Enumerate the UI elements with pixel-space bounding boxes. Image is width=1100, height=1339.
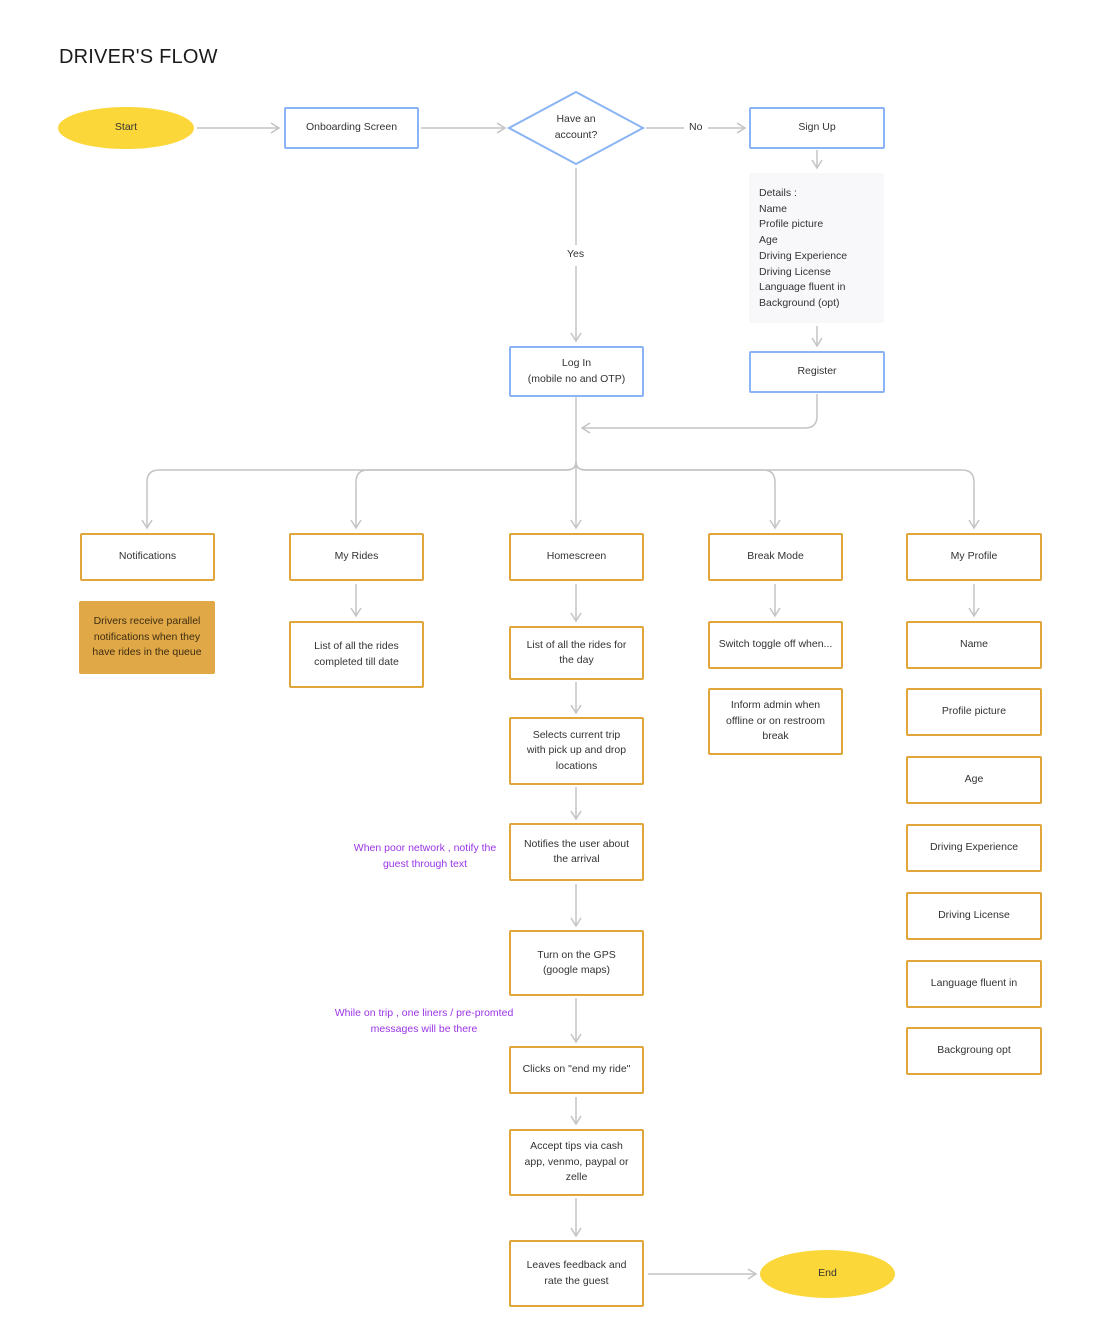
rides-today-node[interactable]: List of all the rides for the day [509,626,644,680]
edge-branch-profile [575,461,980,530]
details-item: Driving Experience [759,249,848,262]
onboarding-node[interactable]: Onboarding Screen [284,107,419,149]
register-node[interactable]: Register [749,351,885,393]
details-label: Details : [759,187,797,199]
details-item: Name [759,202,788,215]
edge-register-merge [580,394,818,434]
have-account-decision[interactable]: Have an account? [554,113,598,141]
inform-admin-node[interactable]: Inform admin when offline or on restroom… [708,688,843,755]
decision-diamond [506,90,646,166]
my-rides-node[interactable]: My Rides [289,533,424,581]
profile-item-background[interactable]: Backgroung opt [906,1027,1042,1075]
details-item: Background (opt) [759,296,840,309]
details-item: Profile picture [759,218,824,231]
notifications-node[interactable]: Notifications [80,533,215,581]
profile-item-experience[interactable]: Driving Experience [906,824,1042,872]
rides-history-node[interactable]: List of all the rides completed till dat… [289,621,424,688]
edge-label-no: No [686,121,706,133]
profile-item-picture[interactable]: Profile picture [906,688,1042,736]
homescreen-node[interactable]: Homescreen [509,533,644,581]
select-trip-node[interactable]: Selects current trip with pick up and dr… [509,717,644,785]
poor-network-annotation: When poor network , notify the guest thr… [353,842,497,870]
tips-node[interactable]: Accept tips via cash app, venmo, paypal … [509,1129,644,1196]
my-profile-node[interactable]: My Profile [906,533,1042,581]
page-title: DRIVER'S FLOW [59,46,218,68]
end-node[interactable]: End [760,1250,895,1298]
edge-branch-break [575,461,781,530]
login-node[interactable]: Log In (mobile no and OTP) [509,346,644,397]
toggle-node[interactable]: Switch toggle off when... [708,621,843,669]
end-ride-node[interactable]: Clicks on "end my ride" [509,1046,644,1094]
details-item: Language fluent in [759,281,846,294]
on-trip-annotation: While on trip , one liners / pre-promted… [334,1007,514,1035]
notify-user-node[interactable]: Notifies the user about the arrival [509,823,644,881]
gps-node[interactable]: Turn on the GPS (google maps) [509,930,644,996]
notifications-note: Drivers receive parallel notifications w… [79,601,215,674]
start-node[interactable]: Start [58,107,194,149]
break-mode-node[interactable]: Break Mode [708,533,843,581]
profile-item-language[interactable]: Language fluent in [906,960,1042,1008]
signup-details-panel: Details : Name Profile picture Age Drivi… [749,173,884,323]
edge-label-yes: Yes [564,248,588,260]
details-item: Driving License [759,265,831,278]
edge-branch-myrides [350,461,577,530]
details-item: Age [759,234,778,247]
signup-node[interactable]: Sign Up [749,107,885,149]
feedback-node[interactable]: Leaves feedback and rate the guest [509,1240,644,1307]
profile-item-name[interactable]: Name [906,621,1042,669]
profile-item-age[interactable]: Age [906,756,1042,804]
profile-item-license[interactable]: Driving License [906,892,1042,940]
